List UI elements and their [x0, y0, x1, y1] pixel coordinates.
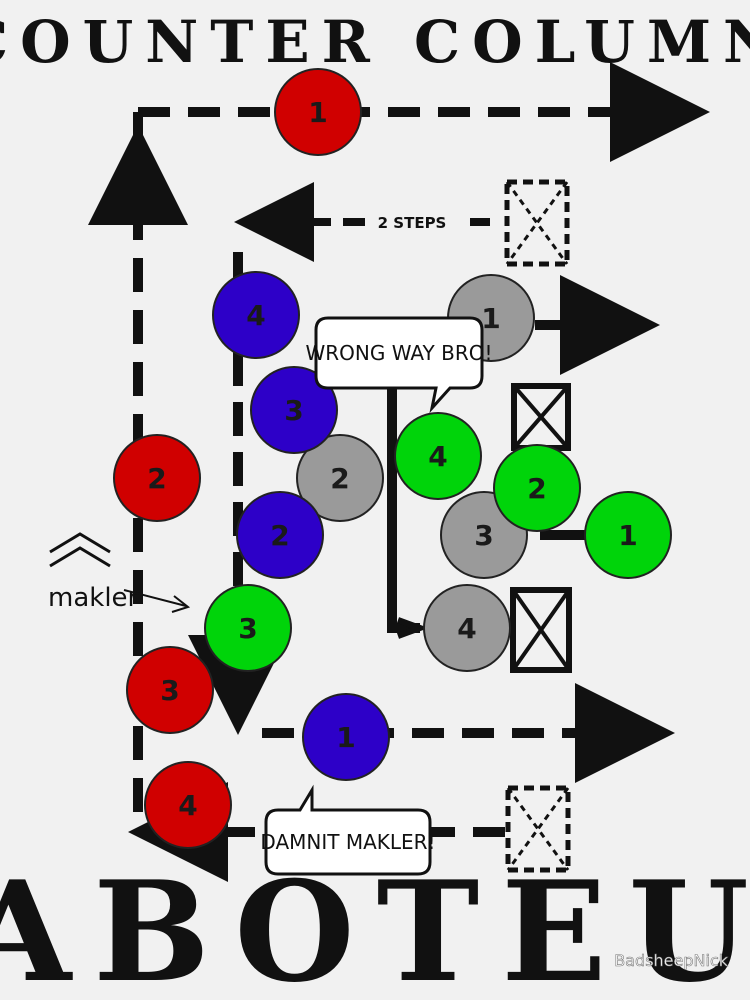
obstacle-boxes: [504, 179, 572, 873]
makler-label: makler: [48, 583, 139, 613]
token-green-2: 2: [493, 444, 581, 532]
token-green-4-label: 4: [428, 440, 447, 473]
token-green-3: 3: [204, 584, 292, 672]
title-bottom: SABOTEUR: [0, 850, 750, 1000]
two-steps-label: 2 STEPS: [378, 214, 447, 232]
token-red-1-label: 1: [308, 96, 327, 129]
token-red-2: 2: [113, 434, 201, 522]
token-red-4: 4: [144, 761, 232, 849]
token-grey-4-label: 4: [457, 612, 476, 645]
damnit-text: DAMNIT MAKLER!: [260, 830, 435, 854]
token-blue-3-label: 3: [284, 394, 303, 427]
token-green-1: 1: [584, 491, 672, 579]
token-blue-1: 1: [302, 693, 390, 781]
wrong-way-text: WRONG WAY BRO!: [306, 341, 493, 365]
token-red-3-label: 3: [160, 674, 179, 707]
token-grey-4: 4: [423, 584, 511, 672]
bracket-pointer: [396, 617, 429, 639]
token-red-4-label: 4: [178, 789, 197, 822]
bracket-line: [387, 382, 420, 633]
token-blue-4: 4: [212, 271, 300, 359]
x-box-lower: [510, 587, 572, 673]
title-top: COUNTER COLUMN: [0, 8, 750, 76]
token-red-1: 1: [274, 68, 362, 156]
token-blue-2-label: 2: [270, 519, 289, 552]
token-red-2-label: 2: [147, 462, 166, 495]
token-green-4: 4: [394, 412, 482, 500]
token-red-3: 3: [126, 646, 214, 734]
token-grey-3-label: 3: [474, 519, 493, 552]
token-grey-1-label: 1: [481, 302, 500, 335]
token-blue-3: 3: [250, 366, 338, 454]
token-blue-4-label: 4: [246, 299, 265, 332]
token-green-3-label: 3: [238, 612, 257, 645]
token-grey-2-label: 2: [330, 462, 349, 495]
token-grey-2: 2: [296, 434, 384, 522]
makler-pointer-arrow: [123, 589, 187, 607]
token-green-2-label: 2: [527, 472, 546, 505]
speech-bubble-wrong-way: WRONG WAY BRO!: [306, 316, 493, 414]
rank-chevron-icon: [49, 532, 111, 568]
makler-marker: makler: [48, 532, 191, 613]
dashed-x-box-top: [504, 179, 570, 267]
credit-watermark: BadsheepNick: [614, 951, 728, 970]
dashed-x-box-bottom: [505, 785, 571, 873]
token-blue-1-label: 1: [336, 721, 355, 754]
token-blue-2: 2: [236, 491, 324, 579]
speech-bubble-damnit: DAMNIT MAKLER!: [260, 784, 436, 876]
token-green-1-label: 1: [618, 519, 637, 552]
x-box-upper: [511, 383, 571, 451]
